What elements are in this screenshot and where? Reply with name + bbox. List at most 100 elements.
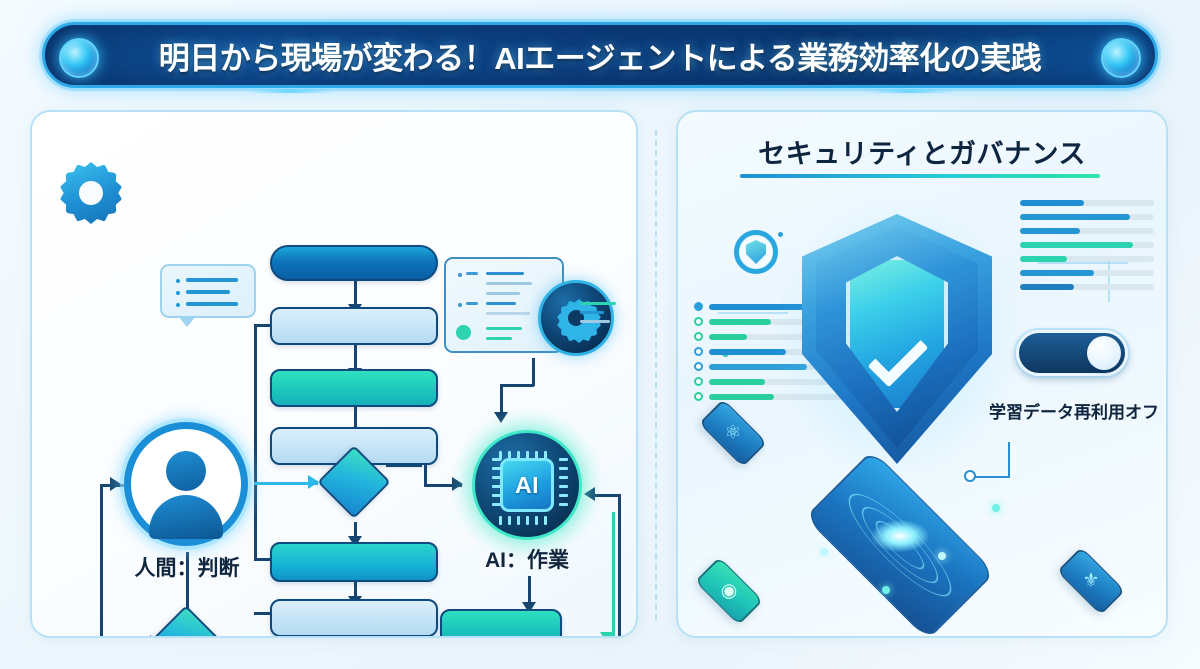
human-node-label: 人間：判断 xyxy=(134,557,240,580)
checklist-track xyxy=(709,349,857,355)
gear-badge-icon xyxy=(538,280,614,356)
checklist-fill xyxy=(709,334,748,340)
network-glyph-icon: ⚜ xyxy=(1082,570,1100,592)
decision-diamond-2[interactable] xyxy=(149,605,223,636)
checklist-track xyxy=(709,319,857,325)
arrow-icon xyxy=(522,602,536,613)
platform-core-glow xyxy=(871,520,929,552)
toggle-knob[interactable] xyxy=(1087,336,1121,370)
status-line-track xyxy=(1020,200,1154,206)
checklist-track xyxy=(709,334,857,340)
status-line-track xyxy=(1020,228,1154,234)
isometric-platform xyxy=(764,444,1036,636)
banner-tick-right xyxy=(865,89,955,93)
process-node-p3[interactable] xyxy=(270,369,438,407)
checklist-track xyxy=(709,304,857,310)
person-icon xyxy=(124,422,248,546)
connector xyxy=(500,384,534,387)
page-title: 明日から現場が変わる！AIエージェントによる業務効率化の実践 xyxy=(158,40,1042,76)
checklist-track xyxy=(709,394,857,400)
platform-led xyxy=(992,504,1000,512)
status-line-row xyxy=(1020,268,1160,277)
connector xyxy=(354,344,357,370)
connector xyxy=(354,280,357,306)
gear-icon xyxy=(60,162,122,224)
status-line-track xyxy=(1020,242,1154,248)
checklist-row xyxy=(694,362,864,371)
checklist-fill xyxy=(709,364,807,370)
banner-right-orb-icon xyxy=(1101,38,1141,78)
checklist-row xyxy=(694,317,864,326)
status-line-track xyxy=(1020,214,1154,220)
platform-led xyxy=(938,552,946,560)
checklist-track xyxy=(709,364,857,370)
checklist-fill xyxy=(709,304,846,310)
ai-chip-label: AI xyxy=(500,458,554,512)
banner-tick-left xyxy=(245,89,335,93)
status-line-fill xyxy=(1020,200,1085,206)
circuit-line xyxy=(1038,262,1128,264)
checklist-track xyxy=(709,379,857,385)
process-node-p1[interactable] xyxy=(270,245,438,281)
callout-line xyxy=(974,476,1010,478)
connector xyxy=(354,522,357,540)
checklist-fill xyxy=(709,394,775,400)
checklist-bullet-icon xyxy=(694,317,703,326)
chip-glyph-icon: ⚛ xyxy=(724,422,742,444)
checklist-row xyxy=(694,332,864,341)
title-banner: 明日から現場が変わる！AIエージェントによる業務効率化の実践 xyxy=(42,22,1158,93)
toggle-label: 学習データ再利用オフ xyxy=(989,403,1159,422)
network-tile[interactable]: ⚜ xyxy=(1056,546,1126,616)
status-line-row xyxy=(1020,240,1160,249)
shield-icon xyxy=(746,240,766,264)
connector xyxy=(532,358,535,386)
human-node[interactable] xyxy=(110,408,262,560)
connector xyxy=(186,552,189,628)
checklist-bullet-icon xyxy=(694,392,703,401)
checklist-fill xyxy=(709,319,772,325)
panel-divider xyxy=(655,130,657,620)
arrow-icon xyxy=(308,475,319,489)
checklist-row xyxy=(694,392,864,401)
connector xyxy=(354,580,357,600)
status-line-row xyxy=(1020,282,1160,291)
connector xyxy=(254,486,257,558)
status-line-fill xyxy=(1020,284,1074,290)
status-line-track xyxy=(1020,270,1154,276)
callout-line xyxy=(1008,442,1010,478)
status-line-track xyxy=(1020,256,1154,262)
training-data-reuse-toggle[interactable] xyxy=(1016,330,1128,376)
security-panel: セキュリティとガバナンス xyxy=(676,110,1168,638)
small-shield-badge xyxy=(734,230,778,274)
security-panel-title: セキュリティとガバナンス xyxy=(758,139,1086,169)
status-line-fill xyxy=(1020,214,1130,220)
status-line-row xyxy=(1020,226,1160,235)
eye-glyph-icon: ◉ xyxy=(720,580,738,602)
process-node-p9[interactable] xyxy=(440,609,562,636)
checklist-bullet-icon xyxy=(694,332,703,341)
connector xyxy=(386,464,422,467)
process-node-p2[interactable] xyxy=(270,307,438,345)
connector xyxy=(254,324,257,486)
status-line-track xyxy=(1020,284,1154,290)
circuit-line xyxy=(1108,262,1110,302)
platform-led xyxy=(882,586,890,594)
cpu-chip-icon: AI xyxy=(472,430,582,540)
connector xyxy=(354,406,357,428)
arrow-icon xyxy=(600,632,614,636)
status-line-row xyxy=(1020,198,1160,207)
ai-node[interactable]: AI xyxy=(452,410,602,560)
checklist-bullet-icon xyxy=(694,377,703,386)
status-line-fill xyxy=(1020,242,1133,248)
process-node-p6[interactable] xyxy=(270,599,438,636)
connector xyxy=(424,484,462,487)
eye-tile[interactable]: ◉ xyxy=(694,556,764,626)
title-underline xyxy=(740,174,1100,178)
checklist-bullet-icon xyxy=(694,362,703,371)
checklist-row xyxy=(694,347,864,356)
connector xyxy=(618,494,621,636)
workflow-panel: 人間：判断 xyxy=(30,110,638,638)
connector xyxy=(100,484,103,636)
process-node-p5[interactable] xyxy=(270,542,438,582)
